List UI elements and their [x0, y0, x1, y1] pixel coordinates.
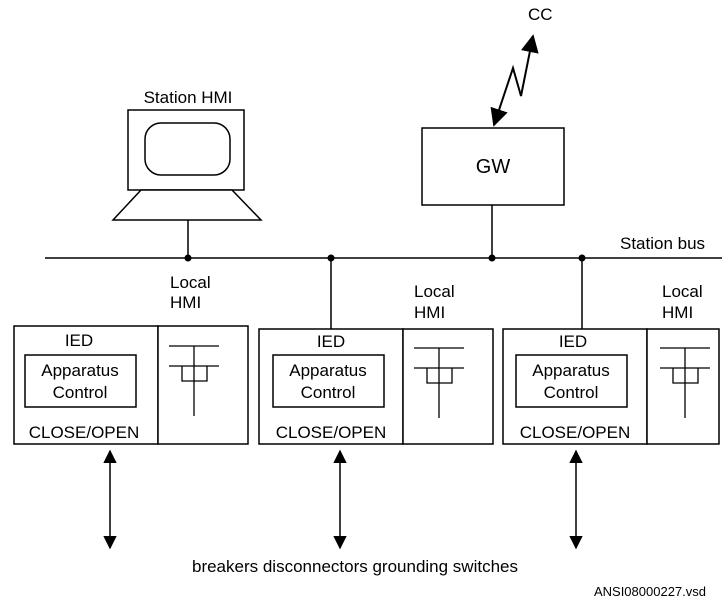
station-bus-label: Station bus	[620, 234, 705, 253]
apparatus-control-label: Apparatus	[41, 361, 119, 380]
ied-title: IED	[317, 332, 345, 351]
single-line-diagram-icon	[414, 347, 464, 418]
apparatus-control-label: Apparatus	[532, 361, 610, 380]
gateway-label: GW	[476, 156, 511, 178]
close-open-label: CLOSE/OPEN	[276, 423, 387, 442]
field-devices-caption: breakers disconnectors grounding switche…	[192, 557, 518, 576]
local-hmi-label: HMI	[170, 293, 201, 312]
local-hmi-label: Local	[662, 282, 703, 301]
close-open-label: CLOSE/OPEN	[520, 423, 631, 442]
apparatus-control-label: Control	[544, 383, 599, 402]
ied-unit-3: Local HMI IED Apparatus Control CLOSE/OP…	[502, 282, 720, 550]
local-hmi-label: HMI	[662, 303, 693, 322]
close-open-label: CLOSE/OPEN	[29, 423, 140, 442]
ied-title: IED	[65, 331, 93, 350]
ied-unit-2: Local HMI IED Apparatus Control CLOSE/OP…	[258, 282, 494, 550]
ied-unit-1: Local HMI IED Apparatus Control CLOSE/OP…	[13, 273, 249, 550]
gateway-box	[421, 127, 565, 206]
single-line-diagram-icon	[660, 347, 710, 418]
cc-radio-link	[490, 34, 539, 127]
local-hmi-label: HMI	[414, 303, 445, 322]
apparatus-control-label: Control	[53, 383, 108, 402]
apparatus-control-label: Apparatus	[289, 361, 367, 380]
bus-junction-dot	[184, 254, 192, 262]
bus-junction-dot	[488, 254, 496, 262]
file-reference: ANSI08000227.vsd	[594, 584, 706, 599]
ied-title: IED	[559, 332, 587, 351]
station-hmi-label: Station HMI	[144, 88, 233, 107]
single-line-diagram-icon	[169, 345, 219, 416]
local-hmi-label: Local	[414, 282, 455, 301]
cc-label: CC	[528, 5, 553, 24]
computer-icon	[111, 109, 263, 221]
local-hmi-label: Local	[170, 273, 211, 292]
apparatus-control-label: Control	[301, 383, 356, 402]
